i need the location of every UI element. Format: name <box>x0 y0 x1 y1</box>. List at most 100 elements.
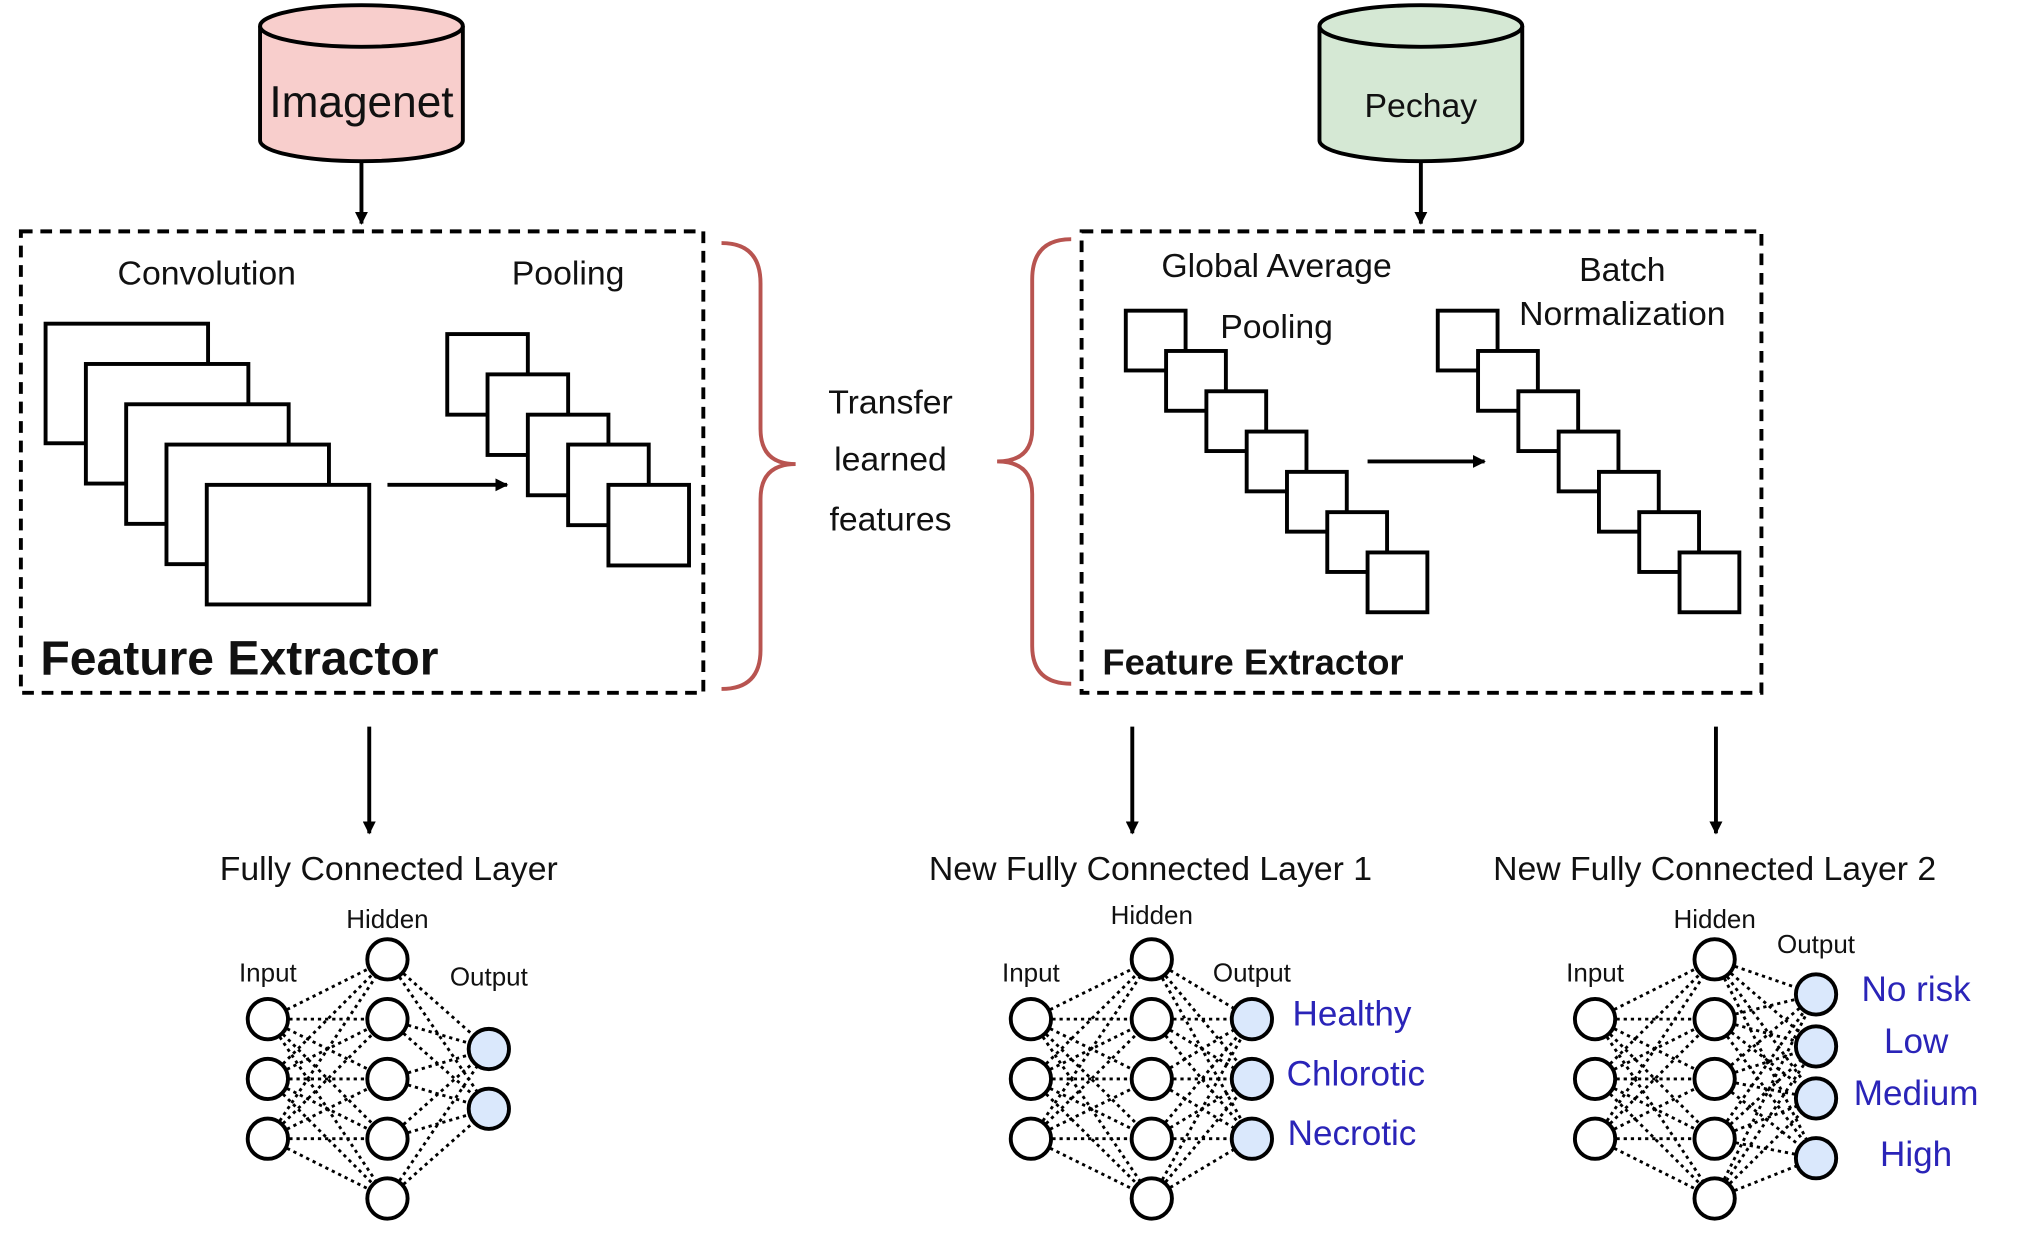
hidden-node <box>365 937 410 982</box>
imagenet-database: Imagenet <box>258 3 465 164</box>
right-extractor-title: Feature Extractor <box>1102 642 1403 683</box>
fc1-output-label: Output <box>1213 957 1292 987</box>
connection-edge <box>1593 958 1716 1140</box>
input-node <box>1572 1056 1618 1102</box>
connection-edge <box>267 958 389 1021</box>
hidden-node <box>1129 1116 1174 1161</box>
fc2-title: New Fully Connected Layer 2 <box>1493 850 1936 888</box>
left-fc-title: Fully Connected Layer <box>220 850 558 888</box>
connection-edge <box>386 958 490 1051</box>
fc2-network <box>1572 937 1839 1221</box>
fc2-class-no-risk: No risk <box>1862 970 1972 1009</box>
connection-edge <box>1150 1018 1253 1140</box>
input-node <box>1572 997 1618 1042</box>
fc1-class-necrotic: Necrotic <box>1288 1114 1417 1153</box>
connection-edge <box>1151 958 1253 1021</box>
hidden-node <box>1692 1056 1737 1102</box>
fc1-class-healthy: Healthy <box>1293 995 1412 1034</box>
hidden-node <box>1129 937 1174 982</box>
hidden-node <box>365 1056 410 1102</box>
connection-edge <box>267 1137 389 1200</box>
input-node <box>1008 1056 1053 1102</box>
output-node <box>1793 1024 1839 1069</box>
output-node <box>1793 1076 1839 1121</box>
fc2-input-label: Input <box>1566 957 1625 987</box>
connection-edge <box>1594 958 1716 1021</box>
connection-edge <box>267 1077 389 1140</box>
output-node <box>466 1086 511 1131</box>
connection-edge <box>1713 1097 1818 1200</box>
left-brace <box>721 241 796 691</box>
bn-maps <box>1435 308 1742 615</box>
hidden-node <box>1692 1116 1737 1161</box>
fc2-class-medium: Medium <box>1854 1074 1979 1113</box>
left-fc-output-label: Output <box>450 961 529 991</box>
input-node <box>245 1056 290 1102</box>
pechay-label: Pechay <box>1365 87 1478 125</box>
pooling-label: Pooling <box>512 255 625 293</box>
connection-edge <box>1713 1045 1818 1200</box>
left-fc-input-label: Input <box>239 957 298 987</box>
connection-edge <box>266 958 389 1140</box>
left-fc-layer: Fully Connected Layer Hidden Input Outpu… <box>220 850 558 1221</box>
input-node <box>1008 1116 1053 1161</box>
connection-edge <box>1713 993 1818 1200</box>
transfer-label: Transfer learned features <box>828 383 953 538</box>
input-node <box>1572 1116 1618 1161</box>
left-extractor-title: Feature Extractor <box>40 632 438 686</box>
left-extractor-border <box>18 229 706 695</box>
gap-label-line1: Global Average <box>1161 247 1391 285</box>
connection-edge <box>1030 958 1153 1021</box>
connection-edge <box>1713 1045 1817 1140</box>
connection-edge <box>1030 1137 1153 1200</box>
output-node <box>1229 1116 1274 1161</box>
connection-edge <box>1594 1137 1716 1200</box>
fc2-class-high: High <box>1880 1135 1952 1174</box>
hidden-node <box>365 1116 410 1161</box>
connection-edge <box>1150 1018 1254 1200</box>
connection-edge <box>1150 1018 1253 1140</box>
hidden-node <box>365 997 410 1042</box>
fc2-class-low: Low <box>1884 1022 1949 1061</box>
connection-edge <box>1713 958 1818 1159</box>
fc1-layer: New Fully Connected Layer 1 Hidden Input… <box>929 850 1425 1221</box>
connection-edge <box>1713 958 1818 1100</box>
hidden-node <box>1692 997 1737 1042</box>
output-node <box>1793 1136 1839 1181</box>
connection-edge <box>1150 958 1253 1080</box>
connection-edge <box>386 1047 490 1140</box>
fc1-network <box>1008 937 1274 1221</box>
connection-edge <box>1151 1137 1253 1200</box>
fc2-layer: New Fully Connected Layer 2 Hidden Input… <box>1493 850 1979 1221</box>
output-node <box>1229 997 1274 1042</box>
fc2-hidden-label: Hidden <box>1673 904 1755 934</box>
output-node <box>466 1026 511 1072</box>
right-feature-extractor: Global Average Pooling Batch Normalizati… <box>1079 229 1764 695</box>
imagenet-label: Imagenet <box>269 78 453 127</box>
connection-edge <box>1029 958 1153 1140</box>
left-fc-hidden-label: Hidden <box>346 904 428 934</box>
fc1-input-label: Input <box>1002 957 1061 987</box>
hidden-node <box>1129 997 1174 1042</box>
right-extractor-border <box>1079 229 1764 695</box>
hidden-node <box>1129 1176 1174 1221</box>
bn-label-line1: Batch <box>1579 251 1665 289</box>
convolution-label: Convolution <box>118 255 296 293</box>
connection-edge <box>1713 993 1818 1140</box>
hidden-node <box>1692 1176 1737 1221</box>
connection-edge <box>1150 1077 1253 1200</box>
gap-maps <box>1123 308 1430 615</box>
hidden-node <box>365 1176 410 1221</box>
gap-label-line2: Pooling <box>1220 308 1333 346</box>
input-node <box>245 997 290 1042</box>
fc2-output-label: Output <box>1777 929 1856 959</box>
pooling-maps <box>445 332 691 568</box>
pechay-database: Pechay <box>1317 3 1525 164</box>
fc1-hidden-label: Hidden <box>1111 900 1193 930</box>
transfer-line-3: features <box>829 500 951 538</box>
transfer-line-1: Transfer <box>828 383 953 421</box>
input-node <box>245 1116 290 1161</box>
output-node <box>1793 972 1839 1017</box>
left-fc-network <box>245 937 511 1221</box>
